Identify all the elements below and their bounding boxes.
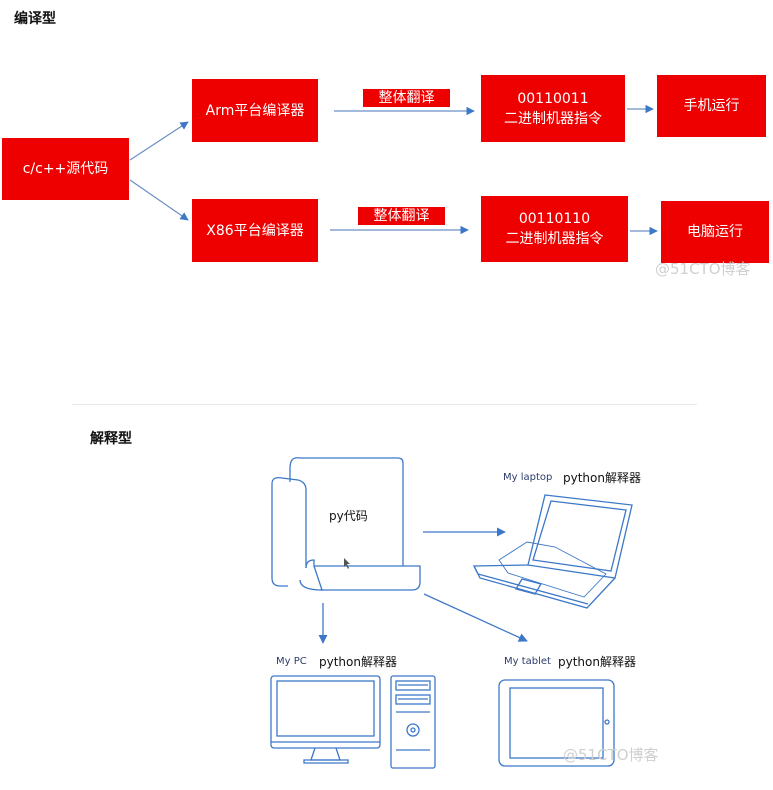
interpreted-section-title: 解释型 [90, 431, 132, 447]
code-to-tablet-arrow [423, 593, 528, 642]
tablet-interpreter-label: python解释器 [558, 655, 636, 669]
pc-tower-icon [390, 675, 436, 769]
arm-compiler-box: Arm平台编译器 [192, 79, 318, 142]
cursor-icon [344, 558, 350, 569]
monitor-icon [270, 675, 381, 764]
source-to-arm-arrow [129, 121, 189, 161]
source-code-box: c/c++源代码 [2, 138, 129, 200]
x86-binary-box: 00110110 二进制机器指令 [481, 196, 628, 262]
x86-binary-desc: 二进制机器指令 [505, 231, 604, 247]
phone-run-box: 手机运行 [657, 75, 766, 137]
x86-compiler-label: X86平台编译器 [206, 222, 304, 239]
pc-device-label: My PC [276, 656, 307, 667]
x86-translate-label: 整体翻译 [358, 207, 445, 225]
laptop-interpreter-label: python解释器 [563, 471, 641, 485]
source-to-x86-arrow [129, 179, 189, 221]
arm-binary-code: 00110011 [517, 90, 589, 107]
py-code-label: py代码 [329, 509, 368, 523]
arm-binary-box: 00110011 二进制机器指令 [481, 75, 625, 142]
tablet-icon [498, 679, 615, 767]
compiled-section-title: 编译型 [14, 11, 56, 27]
scroll-document-icon [271, 457, 421, 591]
arm-binary-desc: 二进制机器指令 [504, 110, 602, 127]
watermark-top: @51CTO博客 [655, 260, 751, 278]
pc-run-box: 电脑运行 [661, 201, 769, 263]
watermark-bottom: @51CTO博客 [563, 746, 659, 764]
tablet-device-label: My tablet [504, 656, 551, 667]
section-divider [72, 404, 697, 405]
laptop-device-label: My laptop [503, 472, 553, 483]
arm-compiler-label: Arm平台编译器 [205, 102, 305, 119]
pc-run-label: 电脑运行 [687, 224, 743, 240]
x86-compiler-box: X86平台编译器 [192, 199, 318, 262]
x86-binary-code: 00110110 [518, 211, 591, 227]
pc-interpreter-label: python解释器 [319, 655, 397, 669]
source-code-label: c/c++源代码 [22, 161, 109, 177]
phone-run-label: 手机运行 [683, 98, 740, 114]
arm-translate-label: 整体翻译 [363, 89, 450, 107]
laptop-icon [472, 494, 633, 609]
